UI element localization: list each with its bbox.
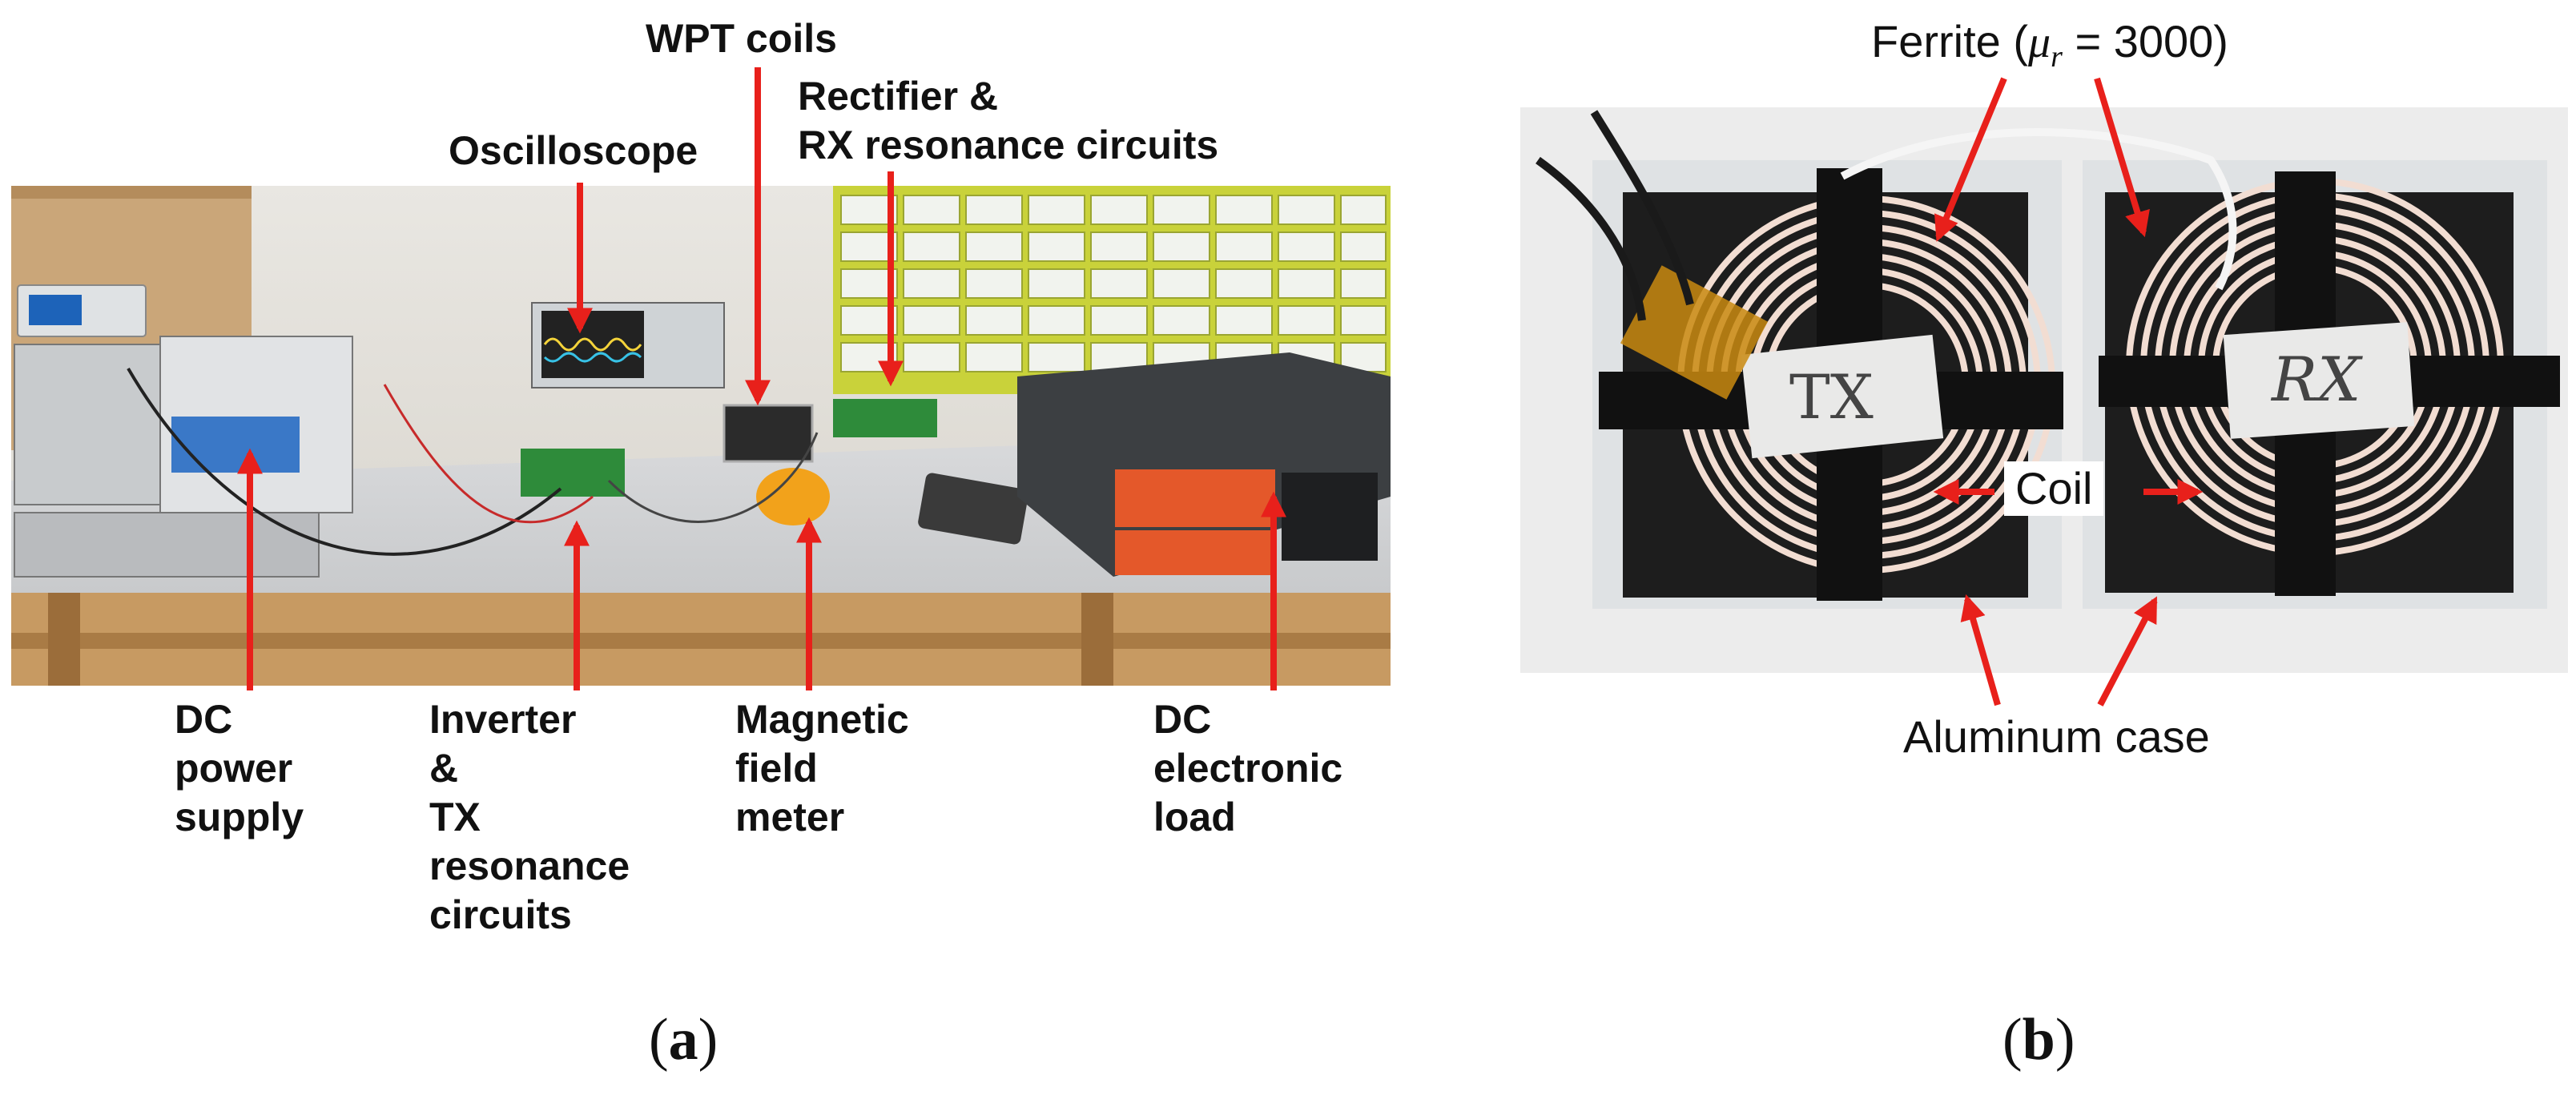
label-oscilloscope: Oscilloscope — [449, 128, 698, 173]
label-aluminum-case: Aluminum case — [1903, 711, 2210, 762]
label-wpt-coils: WPT coils — [646, 16, 837, 61]
ferrite-arrow-rx — [2094, 77, 2150, 238]
caption-a: (a) — [649, 1007, 718, 1073]
label-dc-power-supply: DC power supply — [175, 697, 304, 839]
label-coil: Coil — [2004, 461, 2104, 517]
oscilloscope-device — [531, 302, 725, 388]
tx-handwritten: TX — [1789, 361, 1874, 433]
ferrite-arrow-tx — [1934, 77, 2007, 242]
label-ferrite: Ferrite (μr = 3000) — [1871, 16, 2228, 74]
panel-a-arrows — [237, 67, 1286, 690]
panel-b-arrows — [1933, 77, 2204, 707]
label-inverter: Inverter & TX resonance circuits — [429, 697, 630, 937]
caption-b: (b) — [2002, 1007, 2075, 1073]
coil-photo — [1520, 107, 2568, 673]
dc-electronic-load-device — [1017, 352, 1391, 577]
rx-handwritten: RX — [2270, 344, 2363, 415]
label-dc-electronic-load: DC electronic load — [1153, 697, 1343, 839]
parts-drawer-cabinet — [833, 186, 1391, 394]
lab-setup-photo — [11, 186, 1391, 686]
dc-power-supply-device — [14, 336, 353, 578]
aluminum-arrow-right — [2097, 596, 2158, 707]
label-rectifier: Rectifier & RX resonance circuits — [798, 74, 1219, 167]
label-magnetic-field-meter: Magnetic field meter — [735, 697, 909, 839]
aluminum-arrow-left — [1960, 594, 2001, 707]
